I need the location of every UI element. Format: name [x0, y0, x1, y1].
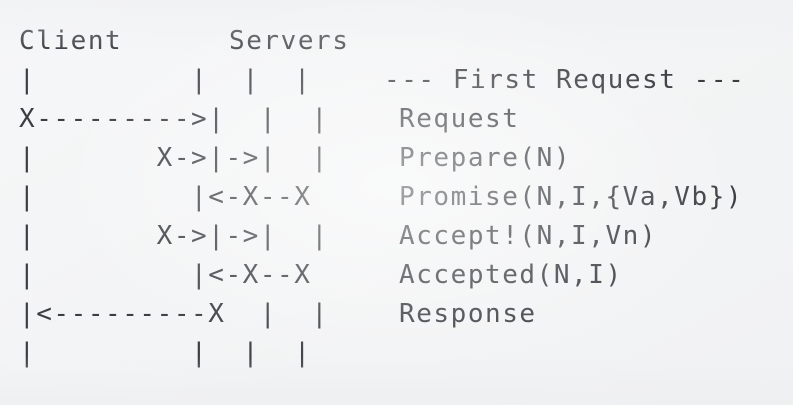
message-label: Accept!(N,I,Vn) [399, 221, 658, 251]
lifeline-art: | |<-X--X [19, 182, 312, 212]
lifeline-art: | |<-X--X [19, 260, 312, 290]
column-header-client: Client [19, 26, 123, 56]
message-label: --- First Request --- [384, 65, 746, 95]
message-label: Accepted(N,I) [399, 260, 623, 290]
lifeline-art: |<---------X | | [19, 299, 329, 329]
column-header-servers: Servers [229, 26, 350, 56]
message-label: Response [399, 299, 537, 329]
message-label: Request [399, 104, 520, 134]
diagram-row-request: X--------->| | | Request [0, 100, 793, 139]
diagram-row-prepare: | X->|->| | Prepare(N) [0, 139, 793, 178]
lifeline-art: | X->|->| | [19, 221, 329, 251]
diagram-header-row: Client Servers [0, 22, 793, 61]
diagram-row-accepted: | |<-X--X Accepted(N,I) [0, 256, 793, 295]
diagram-row-phase-banner: | | | | --- First Request --- [0, 61, 793, 100]
diagram-row-response: |<---------X | | Response [0, 295, 793, 334]
lifeline-art: | | | | [19, 65, 312, 95]
message-label: Prepare(N) [399, 143, 572, 173]
message-label: Promise(N,I,{Va,Vb}) [399, 182, 744, 212]
lifeline-art: X--------->| | | [19, 104, 329, 134]
diagram-row-accept: | X->|->| | Accept!(N,I,Vn) [0, 217, 793, 256]
diagram-row-promise: | |<-X--X Promise(N,I,{Va,Vb}) [0, 178, 793, 217]
diagram-row-footer: | | | | [0, 334, 793, 373]
lifeline-art: | X->|->| | [19, 143, 329, 173]
lifeline-art: | | | | [19, 338, 312, 368]
